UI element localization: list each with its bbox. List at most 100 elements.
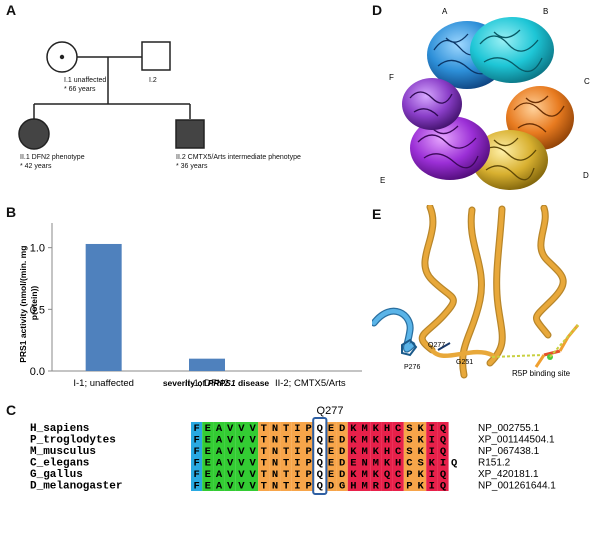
residue-highlight: [426, 422, 438, 434]
residue-highlight: [258, 433, 270, 445]
pedigree-ii2-symbol: [175, 119, 205, 149]
pedigree-i1-label: I.1 unaffected* 66 years: [64, 77, 107, 93]
residue-highlight: [303, 456, 315, 468]
backbone-ribbon: [372, 205, 567, 379]
residue: I: [440, 458, 446, 470]
subunit-label-e: E: [380, 176, 385, 185]
residue: P: [305, 481, 311, 493]
residue: K: [350, 469, 357, 481]
residue: F: [193, 458, 199, 470]
residue-highlight: [303, 445, 315, 457]
residue-highlight: [224, 433, 236, 445]
subunit-label-d: D: [583, 171, 589, 180]
residue: E: [205, 469, 211, 481]
residue: G: [339, 481, 345, 493]
residue: T: [261, 423, 267, 435]
residue: H: [384, 446, 390, 458]
residue-highlight: [370, 422, 382, 434]
residue: V: [227, 481, 234, 493]
residue: I: [294, 481, 300, 493]
residue: H: [350, 481, 356, 493]
residue-highlight: [191, 456, 203, 468]
residue: H: [384, 423, 390, 435]
residue-highlight: [191, 445, 203, 457]
residue-highlight: [403, 445, 415, 457]
residue: Q: [451, 458, 457, 470]
residue-highlight: [280, 479, 292, 491]
residue-highlight: [325, 468, 337, 480]
residue: F: [193, 435, 199, 447]
residue-highlight: [202, 422, 214, 434]
residue: S: [406, 423, 412, 435]
q277-column-box: [312, 417, 328, 495]
residue: N: [272, 469, 278, 481]
residue: P: [406, 481, 412, 493]
residue-highlight: [426, 433, 438, 445]
residue: T: [283, 469, 289, 481]
residue-highlight: [426, 479, 438, 491]
residue-highlight: [213, 468, 225, 480]
accession-number: R151.2: [478, 458, 511, 469]
residue-highlight: [280, 445, 292, 457]
residue-highlight: [325, 422, 337, 434]
residue-highlight: [258, 479, 270, 491]
r5p-ligand: [491, 324, 580, 368]
residue-highlight: [403, 479, 415, 491]
residue: V: [249, 446, 256, 458]
residue-highlight: [403, 468, 415, 480]
residue-highlight: [213, 479, 225, 491]
residue: K: [417, 469, 424, 481]
residue: V: [249, 435, 256, 447]
residue-highlight: [325, 445, 337, 457]
residue-highlight: [258, 422, 270, 434]
residue: D: [339, 469, 345, 481]
residue-highlight: [381, 479, 393, 491]
residue-highlight: [359, 468, 371, 480]
residue-highlight: [303, 479, 315, 491]
residue: T: [283, 458, 289, 470]
residue: I: [294, 458, 300, 470]
residue-highlight: [258, 468, 270, 480]
residue: I: [429, 481, 435, 493]
residue-highlight: [336, 422, 348, 434]
panel-label-c: C: [6, 402, 17, 418]
p276-sidechain: [401, 338, 418, 357]
subunit-label-b: B: [543, 7, 548, 16]
residue: K: [373, 423, 380, 435]
accession-number: XP_001144504.1: [478, 435, 555, 446]
residue: E: [328, 446, 334, 458]
residue: M: [361, 423, 367, 435]
residue-highlight: [426, 468, 438, 480]
y-tick-label: 0.0: [30, 366, 45, 378]
residue: V: [249, 469, 256, 481]
residue-highlight: [191, 479, 203, 491]
residue-highlight: [202, 433, 214, 445]
residue-highlight: [269, 433, 281, 445]
residue-highlight: [269, 468, 281, 480]
residue: P: [305, 469, 311, 481]
residue: V: [238, 458, 245, 470]
residue: Q: [317, 435, 323, 447]
residue: Q: [317, 446, 323, 458]
x-tick-label: II-2; CMTX5/Arts: [275, 378, 346, 389]
residue-highlight: [415, 468, 427, 480]
residue-highlight: [258, 456, 270, 468]
residue-highlight: [415, 479, 427, 491]
residue-highlight: [191, 433, 203, 445]
residue: S: [417, 458, 423, 470]
residue-highlight: [347, 479, 359, 491]
residue: D: [339, 446, 345, 458]
residue: T: [283, 423, 289, 435]
residue-highlight: [426, 456, 438, 468]
residue: K: [373, 435, 380, 447]
residue-highlight: [347, 456, 359, 468]
residue: I: [294, 469, 300, 481]
residue: Q: [317, 423, 323, 435]
residue: F: [193, 481, 199, 493]
residue-highlight: [381, 422, 393, 434]
residue-highlight: [269, 479, 281, 491]
species-name: M_musculus: [30, 446, 96, 458]
q277-marker-label: Q277: [317, 405, 344, 417]
residue: N: [272, 423, 278, 435]
residue-highlight: [370, 445, 382, 457]
